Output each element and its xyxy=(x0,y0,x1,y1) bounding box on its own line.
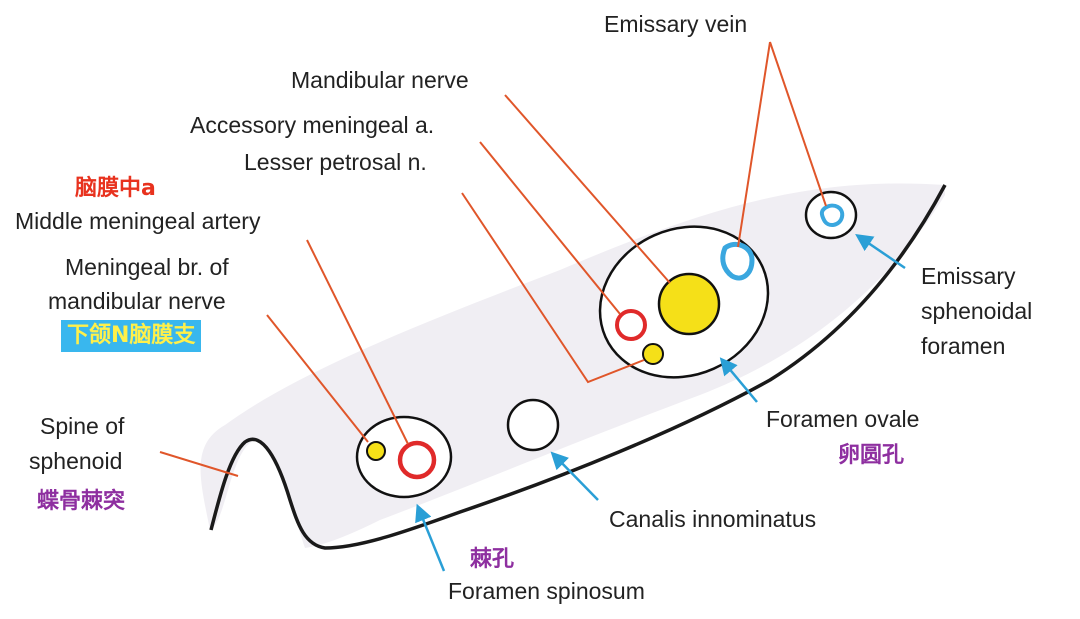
label-emissary-sphenoidal-1: Emissary xyxy=(921,263,1016,289)
cn-label-foramen-ovale: 卵圆孔 xyxy=(838,443,905,468)
label-lesser-petrosal: Lesser petrosal n. xyxy=(244,149,427,175)
label-emissary-vein: Emissary vein xyxy=(604,11,748,37)
label-middle-meningeal-artery: Middle meningeal artery xyxy=(15,208,261,234)
label-meningeal-branch-2: mandibular nerve xyxy=(48,288,226,314)
bone-outline xyxy=(209,184,947,550)
label-emissary-sphenoidal-3: foramen xyxy=(921,333,1006,359)
arrow-canalis-innominatus xyxy=(550,451,599,501)
label-canalis-innominatus: Canalis innominatus xyxy=(609,506,817,532)
label-foramen-spinosum: Foramen spinosum xyxy=(448,578,645,604)
label-mandibular-nerve: Mandibular nerve xyxy=(291,67,469,93)
mandibular-nerve-circle xyxy=(657,272,721,336)
label-foramen-ovale: Foramen ovale xyxy=(766,406,920,432)
arrow-emissary-sphenoidal xyxy=(855,234,906,270)
lesser-petrosal-circle xyxy=(642,343,664,365)
canalis-innominatus-circle xyxy=(506,398,560,452)
arrow-foramen-ovale xyxy=(719,357,758,403)
cn-label-middle-meningeal: 脑膜中a xyxy=(75,176,156,201)
leader-mandibular-nerve xyxy=(504,94,671,284)
meningeal-branch-circle xyxy=(366,441,386,461)
cn-label-meningeal-branch: 下颌N脑膜支 xyxy=(61,320,202,352)
label-spine-of-sphenoid-1: Spine of xyxy=(40,413,125,439)
accessory-meningeal-circle xyxy=(615,309,647,341)
leader-lines xyxy=(159,41,827,477)
label-spine-of-sphenoid-2: sphenoid xyxy=(29,448,123,474)
leader-middle-meningeal xyxy=(306,239,409,445)
leader-emissary-vein-left xyxy=(737,41,771,248)
middle-meningeal-artery-circle xyxy=(397,440,437,480)
emissary-vein-ovale xyxy=(720,242,755,281)
leader-spine-sphenoid xyxy=(159,451,239,477)
cn-label-foramen-spinosum: 棘孔 xyxy=(470,547,515,572)
leader-emissary-vein-right xyxy=(769,41,827,207)
label-meningeal-branch-1: Meningeal br. of xyxy=(65,254,229,280)
cn-label-spine-sphenoid: 蝶骨棘突 xyxy=(37,489,126,514)
leader-accessory-meningeal xyxy=(479,141,621,315)
emissary-vein-sphenoidal xyxy=(819,203,845,227)
leader-meningeal-branch xyxy=(266,314,369,443)
arrow-foramen-spinosum xyxy=(415,503,446,572)
label-emissary-sphenoidal-2: sphenoidal xyxy=(921,298,1033,324)
pointer-arrows xyxy=(415,234,906,572)
leader-lesser-petrosal xyxy=(461,192,645,384)
label-accessory-meningeal: Accessory meningeal a. xyxy=(190,112,435,138)
